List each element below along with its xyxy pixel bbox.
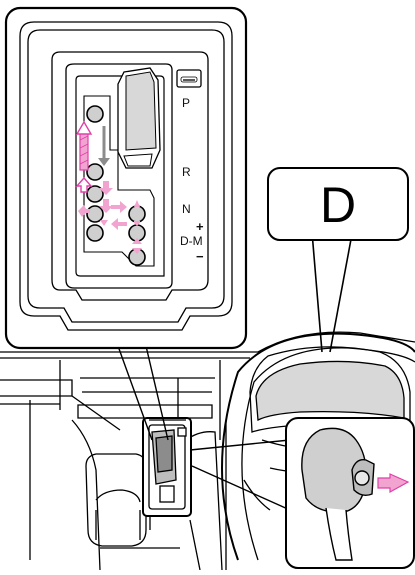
p-button-icon bbox=[177, 70, 201, 87]
gate-label-p: P bbox=[182, 96, 190, 110]
dial-n-right bbox=[129, 206, 145, 222]
gate-label-minus: − bbox=[196, 249, 204, 264]
instrument-cluster-display bbox=[256, 361, 404, 420]
dial-d bbox=[87, 225, 103, 241]
knob-button-callout bbox=[286, 418, 414, 568]
gate-label-r: R bbox=[182, 165, 191, 179]
gate-label-dm: D-M bbox=[180, 234, 203, 248]
selected-position-callout: D bbox=[268, 168, 408, 240]
dial-n bbox=[87, 206, 103, 222]
dial-r bbox=[87, 164, 103, 180]
shift-gate-panel: P R N + D-M − bbox=[6, 8, 246, 348]
selected-position-letter: D bbox=[320, 177, 356, 233]
dial-p bbox=[87, 106, 103, 122]
gate-label-plus: + bbox=[196, 219, 204, 234]
gate-label-n: N bbox=[182, 202, 191, 216]
